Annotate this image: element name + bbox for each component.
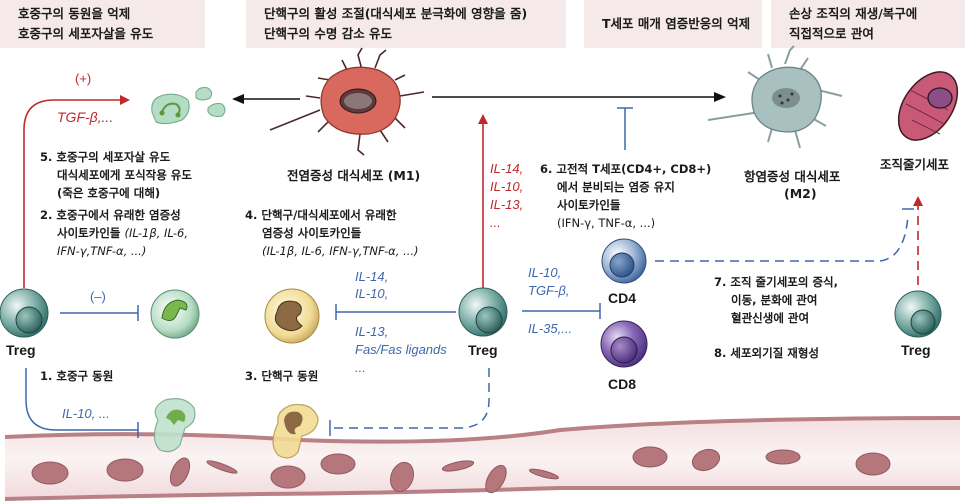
m2-label-line1: 항염증성 대식세포 xyxy=(744,169,841,184)
signal-text: IL-10, xyxy=(355,286,389,301)
signal-text: IL-10, xyxy=(490,179,524,194)
note-2: 2. 호중구에서 유래한 염증성 사이토카인들 (IL-1β, IL-6, IF… xyxy=(40,206,188,260)
note-4: 4. 단핵구/대식세포에서 유래한 염증성 사이토카인들 (IL-1β, IL-… xyxy=(245,206,419,260)
red-blood-cell xyxy=(441,460,475,472)
signal-text: IL-13, xyxy=(490,197,524,212)
monocyte xyxy=(264,288,320,344)
inhibition-tcells xyxy=(522,303,601,319)
red-blood-cell xyxy=(320,453,356,475)
note-line: (죽은 호중구에 대해) xyxy=(57,186,161,200)
treg-label-left: Treg xyxy=(6,342,36,358)
signal-text: IL-10, xyxy=(528,265,562,280)
extravasating-neutrophil xyxy=(153,398,196,453)
header-monocyte: 단핵구의 활성 조절(대식세포 분극화에 영향을 줌) 단핵구의 수명 감소 유… xyxy=(246,0,566,48)
m2-macrophage xyxy=(707,45,843,149)
inhibition-il10-neutrophil xyxy=(25,368,138,431)
treg-cell-middle xyxy=(458,287,508,337)
note-line: 6. 고전적 T세포(CD4+, CD8+) xyxy=(540,162,712,176)
header-tcell: T세포 매개 염증반응의 억제 xyxy=(584,0,762,48)
cd8-label: CD8 xyxy=(608,376,637,392)
apoptotic-neutrophils xyxy=(151,87,226,125)
note-line: 에서 분비되는 염증 유지 xyxy=(557,180,675,194)
note-line: 2. 호중구에서 유래한 염증성 xyxy=(40,208,181,222)
signal-minus: (–) xyxy=(90,289,106,304)
m1-label: 전염증성 대식세포 (M1) xyxy=(287,168,421,183)
extravasating-monocyte xyxy=(272,403,319,459)
note-5: 5. 호중구의 세포자살 유도 대식세포에게 포식작용 유도 (죽은 호중구에 … xyxy=(40,148,192,202)
signal-il10-neutrophil: IL-10, ... xyxy=(62,406,110,421)
red-blood-cell xyxy=(528,468,560,480)
inhibition-stem-cell xyxy=(655,214,909,262)
note-line: 사이토카인들 (IL-1β, IL-6, xyxy=(40,224,188,242)
note-3: 3. 단핵구 동원 xyxy=(245,369,319,383)
neutrophil xyxy=(150,289,200,339)
treg-cell-left xyxy=(0,288,49,338)
inhibition-monocyte-extravasation xyxy=(332,368,490,429)
blood-vessel xyxy=(4,416,961,501)
signal-tgf-beta: TGF-β,... xyxy=(57,109,114,125)
stem-cell-label: 조직줄기세포 xyxy=(880,157,950,172)
header-line: T세포 매개 염증반응의 억제 xyxy=(602,16,751,31)
note-8: 8. 세포외기질 재형성 xyxy=(714,346,820,360)
note-cytokines: (IL-1β, IL-6, IFN-γ,TNF-α, ...) xyxy=(262,244,419,258)
header-line: 단핵구의 수명 감소 유도 xyxy=(264,26,393,41)
header-line: 단핵구의 활성 조절(대식세포 분극화에 영향을 줌) xyxy=(264,6,528,21)
treg-label-middle: Treg xyxy=(468,342,498,358)
arrow-treg-to-neutrophil-apoptosis xyxy=(23,95,130,288)
header-line: 직접적으로 관여 xyxy=(789,26,874,41)
signal-text: IL-14, xyxy=(355,269,389,284)
inhibition-tcell-inflammation xyxy=(617,107,633,150)
treg-cell-right xyxy=(894,290,942,338)
signal-text: IL-14, xyxy=(490,161,524,176)
note-text: 사이토카인들 xyxy=(57,226,125,240)
note-line: 사이토카인들 xyxy=(557,198,621,212)
red-blood-cell xyxy=(691,448,721,472)
note-cytokines: (IL-1β, IL-6, xyxy=(124,226,189,240)
cd4-tcell xyxy=(601,238,647,284)
signal-text: Fas/Fas ligands xyxy=(355,342,447,357)
signal-text: IL-13, xyxy=(355,324,389,339)
note-6: 6. 고전적 T세포(CD4+, CD8+) 에서 분비되는 염증 유지 사이토… xyxy=(540,160,711,232)
note-line: 염증성 사이토카인들 xyxy=(262,226,362,240)
signal-text: ... xyxy=(355,360,366,375)
note-line: 혈관신생에 관여 xyxy=(731,311,810,325)
note-line: 대식세포에게 포식작용 유도 xyxy=(57,168,192,182)
note-line: (IFN-γ, TNF-α, ...) xyxy=(557,216,656,230)
header-neutrophil: 호중구의 동원을 억제 호중구의 세포자살을 유도 xyxy=(0,0,205,48)
red-blood-cell xyxy=(765,449,801,465)
cd8-tcell xyxy=(600,320,648,368)
red-blood-cell xyxy=(270,465,306,489)
inhibition-monocyte xyxy=(335,304,456,320)
header-repair: 손상 조직의 재생/복구에 직접적으로 관여 xyxy=(771,0,965,48)
header-line: 호중구의 동원을 억제 xyxy=(18,6,131,21)
m1-macrophage xyxy=(269,47,425,156)
note-1: 1. 호중구 동원 xyxy=(40,369,114,383)
red-blood-cell xyxy=(389,461,415,493)
treg-label-right: Treg xyxy=(901,342,931,358)
note-line: 7. 조직 줄기세포의 증식, xyxy=(714,275,838,289)
note-cytokines: IFN-γ,TNF-α, ...) xyxy=(57,244,147,258)
m2-label-line2: (M2) xyxy=(784,186,817,201)
signal-plus: (+) xyxy=(75,71,92,86)
tissue-stem-cell xyxy=(897,71,959,141)
header-line: 호중구의 세포자살을 유도 xyxy=(18,26,154,41)
note-7: 7. 조직 줄기세포의 증식, 이동, 분화에 관여 혈관신생에 관여 xyxy=(714,273,838,327)
signal-text: ... xyxy=(490,215,501,230)
signal-tcell-bottom: IL-35,... xyxy=(528,321,573,336)
note-line: 5. 호중구의 세포자살 유도 xyxy=(40,150,171,164)
red-blood-cell xyxy=(106,458,144,482)
red-blood-cell xyxy=(169,457,191,487)
red-blood-cell xyxy=(855,452,891,476)
note-line: 이동, 분화에 관여 xyxy=(731,293,818,307)
inhibition-neutrophil-recruitment xyxy=(60,305,139,321)
red-blood-cell xyxy=(485,464,507,494)
red-blood-cell xyxy=(206,460,238,474)
red-blood-cell xyxy=(632,446,668,468)
red-blood-cell xyxy=(31,461,69,485)
cd4-label: CD4 xyxy=(608,290,637,306)
signal-text: TGF-β, xyxy=(528,283,570,298)
header-line: 손상 조직의 재생/복구에 xyxy=(789,6,918,21)
note-line: 4. 단핵구/대식세포에서 유래한 xyxy=(245,208,397,222)
